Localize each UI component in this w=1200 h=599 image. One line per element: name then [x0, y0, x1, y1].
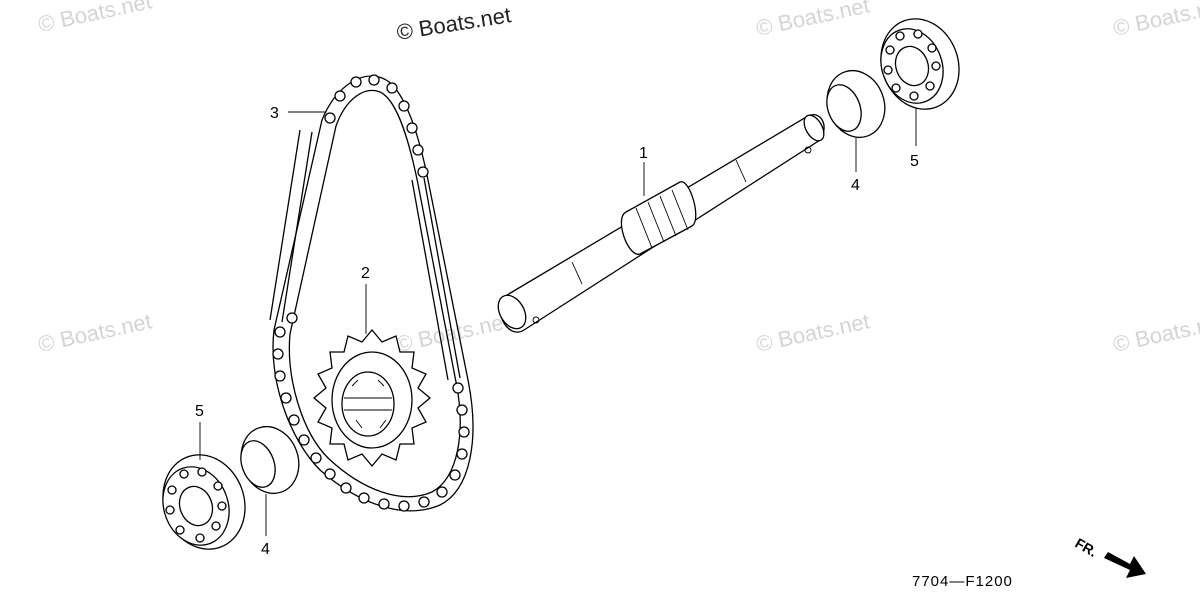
watermark-mid-center: © Boats.net: [394, 308, 512, 356]
watermark-top-right: © Boats.net: [754, 0, 872, 41]
countershaft: [497, 114, 825, 333]
watermark-far-right-mid: © Boats.net: [1111, 308, 1200, 356]
sprocket: [312, 328, 432, 468]
leader-lines: [199, 108, 917, 536]
callouts: 1 2 3 4 5 5 4: [195, 105, 919, 558]
front-indicator: FR.: [1073, 535, 1146, 578]
bearing-left: [162, 454, 246, 550]
chain-rollers: [272, 74, 470, 512]
watermarks: © Boats.net © Boats.net © Boats.net © Bo…: [36, 0, 1200, 357]
watermark-top-left: © Boats.net: [36, 0, 154, 37]
bearing-left-balls: [165, 467, 227, 543]
front-arrow-icon: [1104, 552, 1146, 578]
bearing-right: [880, 18, 960, 110]
diagram-code: 7704—F1200: [912, 573, 1013, 590]
callout-collar-right: 4: [851, 177, 860, 194]
callout-shaft: 1: [639, 145, 648, 162]
front-indicator-label: FR.: [1073, 535, 1101, 560]
watermark-top-center: © Boats.net: [395, 2, 513, 45]
callout-collar-left: 4: [261, 541, 270, 558]
watermark-mid-left: © Boats.net: [36, 308, 154, 356]
callout-bearing-right: 5: [910, 153, 919, 170]
watermark-far-right-top: © Boats.net: [1111, 0, 1200, 41]
callout-sprocket: 2: [361, 265, 370, 282]
drive-chain: [269, 74, 474, 512]
collar-left: [240, 425, 300, 495]
callout-chain: 3: [270, 105, 279, 122]
bearing-right-balls: [883, 29, 941, 101]
collar-right: [826, 69, 886, 139]
callout-bearing-left: 5: [195, 403, 204, 420]
watermark-mid-right: © Boats.net: [754, 308, 872, 356]
